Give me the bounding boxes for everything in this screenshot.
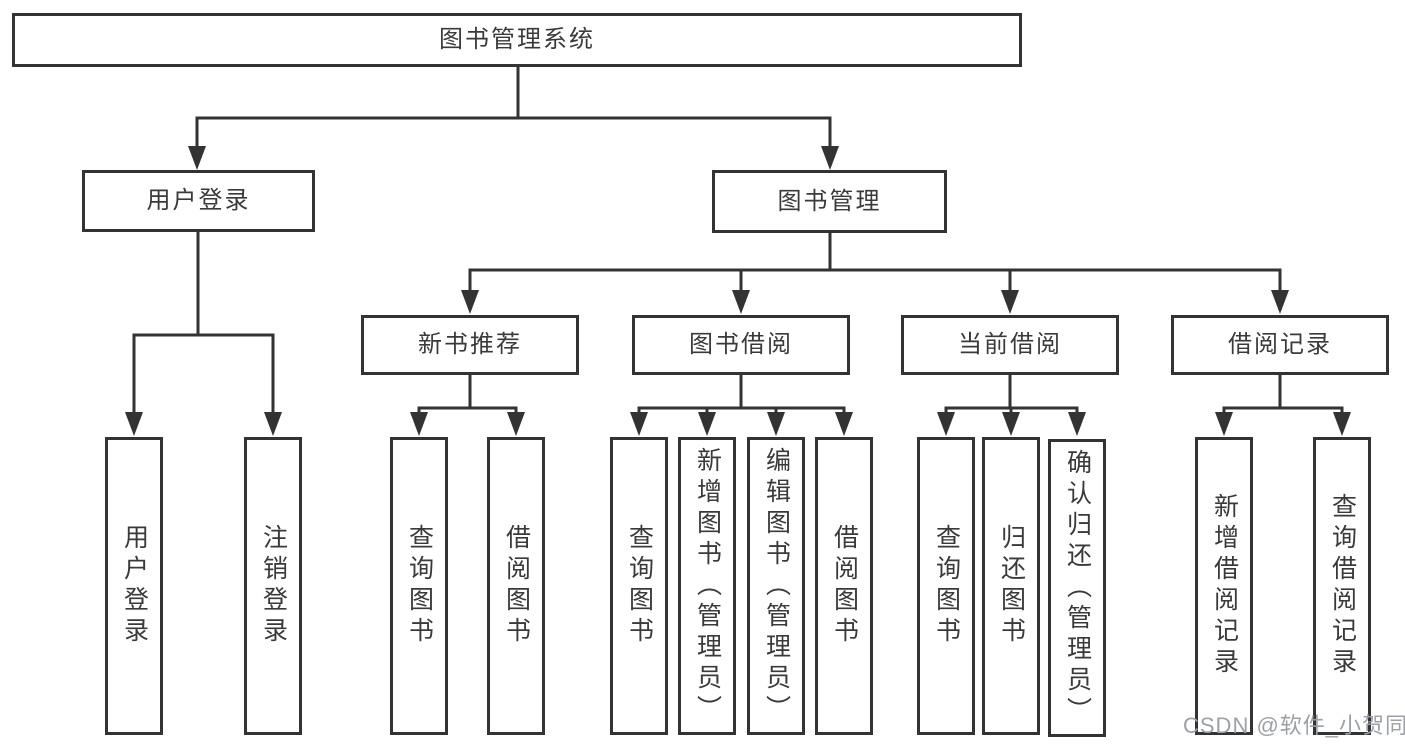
leaf-borrow-add-admin-label: 新增图书（管理员）: [693, 446, 722, 726]
node-records-label: 借阅记录: [1228, 331, 1332, 358]
leaf-borrow-borrow: 借阅图书: [815, 437, 873, 735]
leaf-logout: 注销登录: [244, 437, 302, 735]
arrowhead-down: [507, 412, 525, 436]
leaf-borrow-edit-admin: 编辑图书（管理员）: [747, 437, 805, 735]
node-user-login: 用户登录: [82, 170, 315, 232]
arrowhead-down: [1068, 412, 1086, 436]
connector-borrow-to-leaves: [630, 375, 853, 436]
leaf-current-return-label: 归还图书: [997, 524, 1026, 648]
leaf-borrow-add-admin: 新增图书（管理员）: [678, 437, 736, 735]
arrowhead-down: [264, 412, 282, 436]
connector-current-to-leaves: [937, 375, 1086, 436]
arrowhead-down: [937, 412, 955, 436]
node-borrow: 图书借阅: [632, 315, 850, 375]
leaf-logout-label: 注销登录: [259, 524, 288, 648]
arrowhead-down: [630, 412, 648, 436]
node-user-login-label: 用户登录: [146, 187, 251, 214]
arrowhead-down: [410, 412, 428, 436]
arrowhead-down: [1002, 412, 1020, 436]
arrowhead-down: [1333, 412, 1351, 436]
node-new-books-label: 新书推荐: [418, 331, 522, 358]
leaf-newbooks-query: 查询图书: [390, 437, 448, 735]
arrowhead-down: [1215, 412, 1233, 436]
leaf-borrow-query-label: 查询图书: [625, 524, 654, 648]
arrowhead-down: [461, 290, 479, 314]
leaf-user-login-label: 用户登录: [120, 524, 149, 648]
leaf-records-query: 查询借阅记录: [1313, 437, 1371, 735]
leaf-records-add-label: 新增借阅记录: [1210, 493, 1239, 679]
leaf-records-query-label: 查询借阅记录: [1328, 493, 1357, 679]
leaf-current-confirm-admin-label: 确认归还（管理员）: [1063, 448, 1092, 728]
node-root: 图书管理系统: [12, 13, 1022, 67]
arrowhead-down: [125, 412, 143, 436]
node-new-books: 新书推荐: [361, 315, 579, 375]
arrowhead-down: [821, 146, 839, 170]
leaf-newbooks-query-label: 查询图书: [405, 524, 434, 648]
leaf-user-login: 用户登录: [105, 437, 163, 735]
connector-root-to-level2: [188, 66, 839, 170]
leaf-borrow-edit-admin-label: 编辑图书（管理员）: [762, 446, 791, 726]
arrowhead-down: [188, 146, 206, 170]
arrowhead-down: [732, 290, 750, 314]
connector-new-books-to-leaves: [410, 375, 525, 436]
node-current: 当前借阅: [901, 315, 1119, 375]
leaf-current-return: 归还图书: [982, 437, 1040, 735]
arrowhead-down: [835, 412, 853, 436]
leaf-current-query: 查询图书: [917, 437, 975, 735]
node-records: 借阅记录: [1171, 315, 1389, 375]
leaf-borrow-query: 查询图书: [610, 437, 668, 735]
leaf-newbooks-borrow-label: 借阅图书: [502, 524, 531, 648]
leaf-current-confirm-admin: 确认归还（管理员）: [1048, 439, 1106, 737]
connector-user-login-to-leaves: [125, 231, 282, 436]
node-book-mgmt: 图书管理: [712, 170, 947, 233]
arrowhead-down: [698, 412, 716, 436]
csdn-watermark: CSDN @软件_小贺同学: [1183, 713, 1405, 738]
node-borrow-label: 图书借阅: [689, 331, 793, 358]
connector-records-to-leaves: [1215, 375, 1351, 436]
arrowhead-down: [1001, 290, 1019, 314]
leaf-borrow-borrow-label: 借阅图书: [830, 524, 859, 648]
connector-book-mgmt-to-level3: [461, 232, 1289, 314]
leaf-newbooks-borrow: 借阅图书: [487, 437, 545, 735]
leaf-records-add: 新增借阅记录: [1195, 437, 1253, 735]
arrowhead-down: [1271, 290, 1289, 314]
node-root-label: 图书管理系统: [439, 26, 595, 53]
leaf-current-query-label: 查询图书: [932, 524, 961, 648]
arrowhead-down: [767, 412, 785, 436]
node-current-label: 当前借阅: [958, 331, 1062, 358]
node-book-mgmt-label: 图书管理: [777, 187, 882, 215]
